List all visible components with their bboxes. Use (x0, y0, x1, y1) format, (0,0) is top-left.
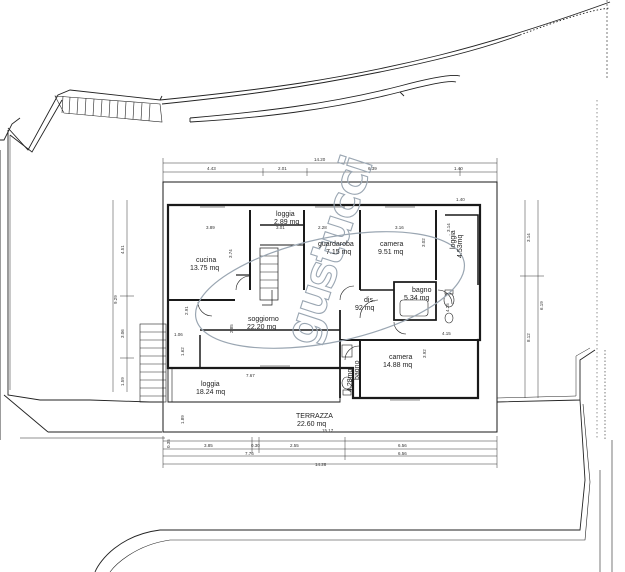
dim-right-a: 3.14 (526, 233, 531, 242)
dim-bot-3: 2.55 (290, 443, 299, 448)
room-name-dis: dis. (364, 297, 375, 304)
dim-top-1: 4.43 (207, 166, 216, 171)
room-name-camera-bot: camera (389, 354, 412, 361)
dim-inner-5: 3.74 (228, 249, 233, 258)
room-area-terrazza: 22.60 mq (297, 421, 326, 428)
dim-inner-8: 4.15 (442, 331, 451, 336)
room-name-cucina: cucina (196, 257, 216, 264)
dim-bot-1: 3.85 (204, 443, 213, 448)
room-area-guardaroba: 7.15 mq (326, 249, 351, 256)
dim-inner-9: 3.92 (422, 349, 427, 358)
dim-inner-1: 3.89 (206, 225, 215, 230)
room-name-bagno: bagno (412, 287, 432, 294)
room-area-loggia-top: 2.89 mq (274, 219, 299, 226)
dimension-labels: 14.20 4.43 2.01 6.39 1.40 3.85 0.30 2.55… (113, 157, 544, 467)
room-name-loggia-bot: loggia (201, 381, 220, 388)
dim-bot-6: 6.56 (398, 451, 407, 456)
exterior-stair (139, 323, 167, 403)
room-area-bagno: 5.34 mq (404, 295, 429, 302)
dim-inner-2: 3.01 (276, 225, 285, 230)
dim-bot-2: 0.30 (251, 443, 260, 448)
room-name-bagno2: bagno (354, 360, 361, 380)
room-name-loggia-top: loggia (276, 211, 295, 218)
dim-inner-12: 1.06 (174, 332, 183, 337)
dim-left-c: 1.59 (120, 377, 125, 386)
dim-inner-16: 4.25 (445, 303, 450, 312)
dim-top-2: 2.01 (278, 166, 287, 171)
dim-top-3: 6.39 (368, 166, 377, 171)
dim-top-total: 14.20 (314, 157, 326, 162)
dim-inner-3: 2.28 (318, 225, 327, 230)
room-name-guardaroba: guardaroba (318, 241, 354, 248)
dim-bot-5: 7.76 (245, 451, 254, 456)
dim-terrace-width: 15.17 (322, 428, 334, 433)
dim-inner-6: 3.02 (421, 238, 426, 247)
room-area-loggia-bot: 18.24 mq (196, 389, 225, 396)
room-name-soggiorno: soggiorno (248, 316, 279, 323)
dim-right-c: 8.12 (526, 333, 531, 342)
room-area-loggia-right: 4.53mq (457, 235, 464, 258)
dim-inner-18: 1.89 (180, 415, 185, 424)
watermark: gustucci (194, 151, 466, 351)
room-area-camera-bot: 14.88 mq (383, 362, 412, 369)
dim-bot-4: 6.56 (398, 443, 407, 448)
room-area-cucina: 13.75 mq (190, 265, 219, 272)
dim-top-4: 1.40 (454, 166, 463, 171)
dim-inner-4: 3.16 (395, 225, 404, 230)
room-area-bagno2: 4.28mq (347, 369, 354, 392)
dim-left-d: 9.29 (113, 295, 118, 304)
dim-inner-7: 7.67 (246, 373, 255, 378)
dim-left-b: 3.06 (120, 329, 125, 338)
dim-inner-15: 3.14 (446, 223, 451, 232)
room-name-loggia-right: loggia (450, 230, 457, 249)
dim-inner-10: 2.85 (229, 324, 234, 333)
dim-inner-13: 1.62 (180, 347, 185, 356)
dim-inner-14: 2.91 (184, 306, 189, 315)
room-area-soggiorno: 22.20 mq (247, 324, 276, 331)
dim-inner-17: 0.35 (166, 439, 171, 448)
room-name-terrazza: TERRAZZA (296, 413, 333, 420)
dim-bot-total: 14.28 (315, 462, 327, 467)
room-labels: cucina 13.75 mq loggia 2.89 mq guardarob… (190, 211, 464, 428)
room-area-dis: 92 mq (355, 305, 375, 312)
dim-right-b: 6.19 (539, 301, 544, 310)
room-area-camera-top: 9.51 mq (378, 249, 403, 256)
dim-inner-11: 1.40 (456, 197, 465, 202)
building-walls (162, 181, 498, 433)
room-name-camera-top: camera (380, 241, 403, 248)
dim-left-a: 4.51 (120, 245, 125, 254)
